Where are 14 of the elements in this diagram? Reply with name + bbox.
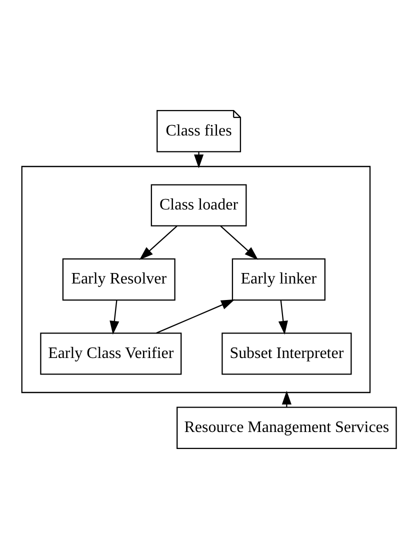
node-box: Resource Management Services (176, 406, 397, 448)
arrow (194, 151, 204, 168)
arrow (282, 390, 292, 407)
node-box: Early Resolver (62, 258, 176, 300)
node-box: Early Class Verifier (40, 332, 182, 374)
arrow (110, 300, 120, 334)
cluster (21, 165, 371, 393)
arrow (139, 225, 178, 260)
node-box: Early linker (232, 258, 326, 300)
arrow (278, 300, 288, 334)
arrow (220, 225, 258, 260)
arrow (156, 298, 235, 334)
node-box: Class loader (150, 184, 247, 226)
node-box: Subset Interpreter (222, 332, 352, 374)
